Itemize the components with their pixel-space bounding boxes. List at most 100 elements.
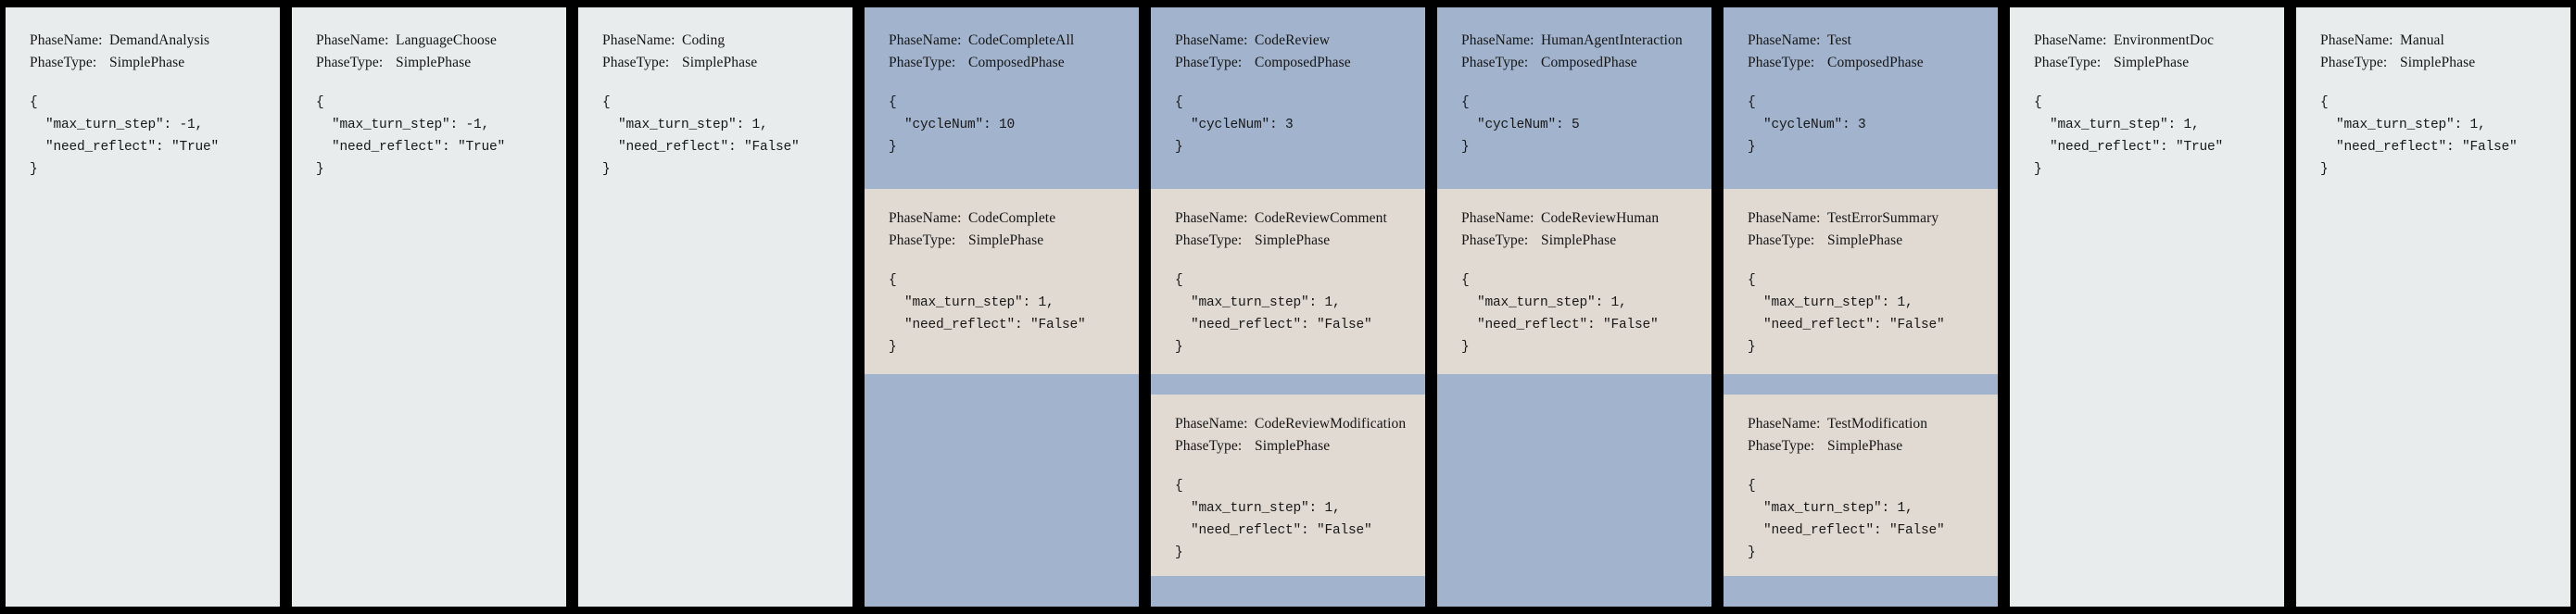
- phase-config-json: { "max_turn_step": -1, "need_reflect": "…: [316, 95, 506, 177]
- phase-type-value: SimplePhase: [1255, 438, 1331, 455]
- phase-name-value: CodeReview: [1255, 32, 1331, 48]
- phase-type-value: SimplePhase: [109, 55, 185, 71]
- phase-name-value: CodeCompleteAll: [968, 32, 1075, 48]
- phase-type-label: PhaseType:: [1175, 55, 1243, 71]
- phase-name-row: PhaseName: HumanAgentInteraction: [1461, 30, 1691, 52]
- phase-type-value: ComposedPhase: [1827, 55, 1924, 71]
- phase-type-row: PhaseType: SimplePhase: [1175, 230, 1407, 252]
- phase-type-value: SimplePhase: [396, 55, 472, 71]
- phase-name-label: PhaseName:: [1461, 210, 1534, 227]
- phase-type-row: PhaseType: SimplePhase: [1175, 435, 1407, 457]
- phase-name-value: TestModification: [1827, 416, 1928, 432]
- phase-name-value: EnvironmentDoc: [2114, 32, 2215, 48]
- phase-config-json: { "max_turn_step": 1, "need_reflect": "T…: [2034, 95, 2224, 177]
- phase-type-label: PhaseType:: [30, 55, 97, 71]
- phase-name-value: Manual: [2400, 32, 2444, 48]
- phase-type-row: PhaseType: SimplePhase: [1748, 435, 1979, 457]
- phase-type-label: PhaseType:: [1175, 232, 1243, 249]
- phase-type-label: PhaseType:: [1175, 438, 1243, 455]
- phase-config-json: { "cycleNum": 3 }: [1748, 95, 1866, 155]
- phase-name-value: Coding: [682, 32, 726, 48]
- phase-name-row: PhaseName:CodeReviewHuman: [1461, 207, 1693, 230]
- composed-phase-filler: [1151, 576, 1425, 607]
- phase-name-row: PhaseName:Test: [1748, 30, 1977, 52]
- phase-name-value: HumanAgentInteraction: [1541, 32, 1683, 48]
- phase-type-value: SimplePhase: [1827, 232, 1903, 249]
- phase-name-label: PhaseName:: [602, 32, 676, 48]
- phase-type-row: PhaseType:SimplePhase: [2320, 52, 2550, 74]
- phase-name-row: PhaseName:CodeComplete: [889, 207, 1120, 230]
- phase-name-row: PhaseName: Coding: [602, 30, 832, 52]
- phase-name-row: PhaseName:LanguageChoose: [316, 30, 546, 52]
- phase-type-value: ComposedPhase: [1541, 55, 1637, 71]
- phase-config-json: { "max_turn_step": 1, "need_reflect": "F…: [1748, 479, 1945, 561]
- phase-type-label: PhaseType:: [2034, 55, 2102, 71]
- phase-type-value: SimplePhase: [1255, 232, 1331, 249]
- phase-type-row: PhaseType:SimplePhase: [889, 230, 1120, 252]
- phase-name-value: LanguageChoose: [396, 32, 498, 48]
- composed-phase-filler: [1724, 576, 1998, 607]
- phase-config-json: { "max_turn_step": 1, "need_reflect": "F…: [1175, 273, 1372, 356]
- phase-config-json: { "max_turn_step": 1, "need_reflect": "F…: [2320, 95, 2518, 177]
- phase-name-row: PhaseName:CodeReviewModification: [1175, 413, 1407, 435]
- phase-name-row: PhaseName: CodeReviewComment: [1175, 207, 1407, 230]
- phase-name-label: PhaseName:: [1175, 32, 1248, 48]
- phase-name-value: CodeReviewComment: [1255, 210, 1387, 227]
- phase-config-json: { "max_turn_step": -1, "need_reflect": "…: [30, 95, 220, 177]
- phase-name-label: PhaseName:: [1748, 32, 1821, 48]
- phase-name-label: PhaseName:: [1175, 210, 1248, 227]
- phase-type-label: PhaseType:: [1748, 438, 1815, 455]
- phase-name-row: PhaseName:EnvironmentDoc: [2034, 30, 2264, 52]
- phase-type-label: PhaseType:: [1748, 55, 1815, 71]
- phase-name-row: PhaseName: CodeCompleteAll: [889, 30, 1118, 52]
- phase-type-label: PhaseType:: [316, 55, 384, 71]
- phase-type-row: PhaseType: SimplePhase: [316, 52, 546, 74]
- phase-type-row: PhaseType: ComposedPhase: [1175, 52, 1405, 74]
- phase-config-json: { "max_turn_step": 1, "need_reflect": "F…: [1461, 273, 1659, 356]
- composed-phase-filler: [865, 374, 1139, 607]
- phase-type-value: SimplePhase: [1827, 438, 1903, 455]
- phase-config-json: { "cycleNum": 5 }: [1461, 95, 1580, 155]
- phase-name-label: PhaseName:: [30, 32, 103, 48]
- phase-type-label: PhaseType:: [2320, 55, 2388, 71]
- phase-name-label: PhaseName:: [889, 32, 962, 48]
- phase-type-row: PhaseType:SimplePhase: [2034, 52, 2264, 74]
- phase-type-label: PhaseType:: [1461, 232, 1529, 249]
- phase-type-value: SimplePhase: [682, 55, 758, 71]
- phase-type-row: PhaseType:ComposedPhase: [1461, 52, 1691, 74]
- phase-name-row: PhaseName:TestErrorSummary: [1748, 207, 1979, 230]
- phase-name-value: TestErrorSummary: [1827, 210, 1939, 227]
- phase-type-value: ComposedPhase: [1255, 55, 1351, 71]
- phase-type-row: PhaseType:SimplePhase: [602, 52, 832, 74]
- composed-phase-filler: [1437, 374, 1711, 607]
- phase-name-label: PhaseName:: [1461, 32, 1534, 48]
- phase-type-row: PhaseType: SimplePhase: [30, 52, 259, 74]
